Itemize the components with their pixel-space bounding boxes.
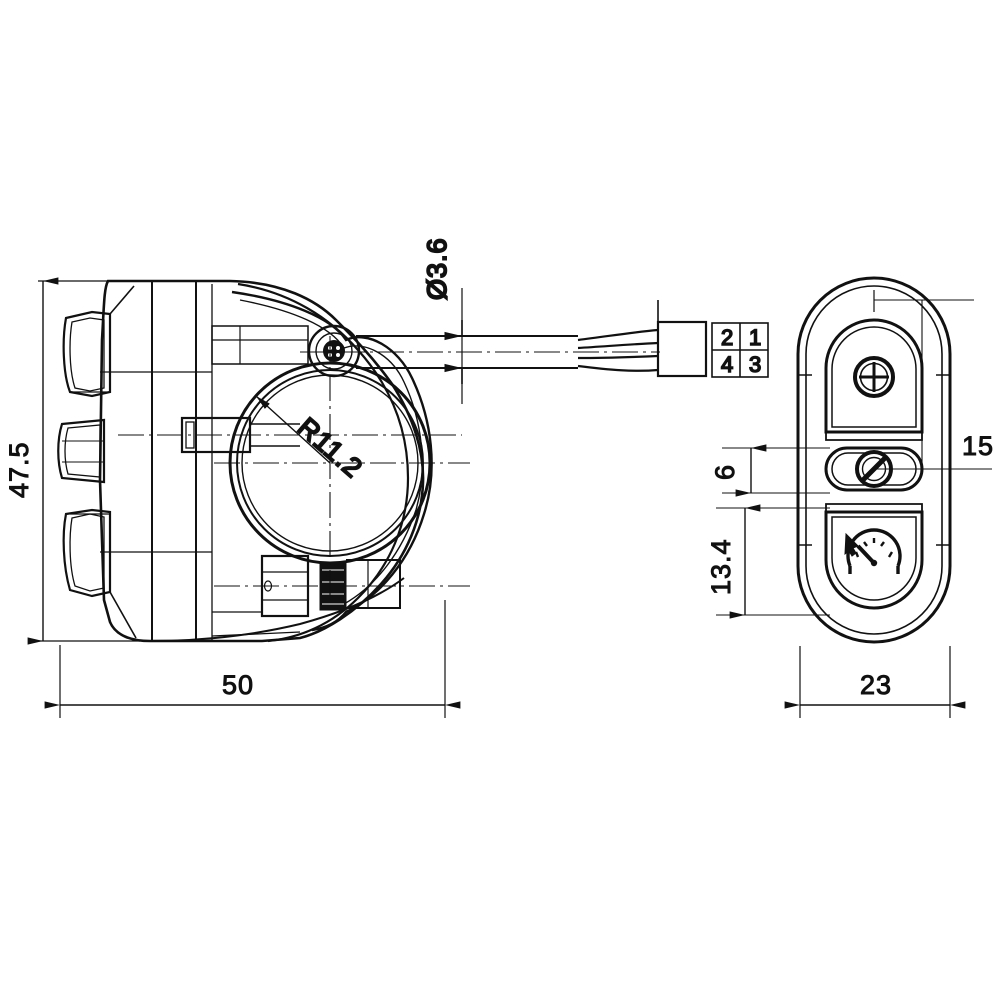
panel-notch-left [798,374,812,546]
dimension-height-47-5: 47.5 [4,277,140,645]
panel-notch-right [936,374,950,546]
dimension-width-50: 50 [44,600,461,718]
pin-cell-4: 4 [721,352,733,377]
housing-chamfer-top [109,285,135,315]
cable-wires [577,328,659,372]
dimension-annotations: 47.5 50 23 15 6 [4,277,994,718]
dimension-13-4: 13.4 [706,504,830,619]
clamp-screw-boss [307,324,361,378]
clamp-arm-outer [231,290,433,632]
cable-assembly: Ø3.6 [356,236,708,404]
housing-chamfer-bottom [109,591,137,639]
panel-outer-shell [796,276,952,644]
plus-circle-icon [853,356,895,398]
pin-cell-2: 2 [721,325,733,350]
connector-housing [656,320,708,378]
radius-leader-line [255,395,331,464]
housing-outline [98,279,425,643]
housing-skirt [149,577,405,642]
dimension-label-13-4: 13.4 [706,538,736,595]
dimension-6: 6 [710,444,830,497]
dimension-label-6: 6 [710,464,740,480]
housing-lower-fold [211,611,301,637]
side-button-bottom[interactable] [62,508,112,598]
clamp-ear [346,559,401,609]
pin-cell-3: 3 [749,352,761,377]
side-view-centrelines [118,336,660,596]
pin-cell-1: 1 [749,325,761,350]
dimension-label-47-5: 47.5 [4,441,34,498]
side-button-middle[interactable] [57,418,106,484]
dimension-label-23: 23 [860,670,892,700]
side-button-top[interactable] [62,310,112,398]
speedometer-arrow-icon [844,532,859,557]
plus-button[interactable] [824,318,924,441]
speedometer-icon [844,528,902,574]
clamp-arm-inner [239,299,423,605]
hex-socket-screw-icon [323,340,345,362]
cable-diameter-label: Ø3.6 [422,237,452,300]
dimension-width-23: 23 [784,646,966,718]
internal-boss-upper [211,325,309,365]
mode-button[interactable] [824,503,924,610]
dimension-label-50: 50 [222,670,254,700]
dimension-label-15: 15 [962,431,994,461]
front-view [796,276,952,644]
dimension-15: 15 [873,290,994,470]
panel-outer-shell-inner [805,285,943,635]
connector-pinout-table: 2 1 4 3 [711,322,769,378]
